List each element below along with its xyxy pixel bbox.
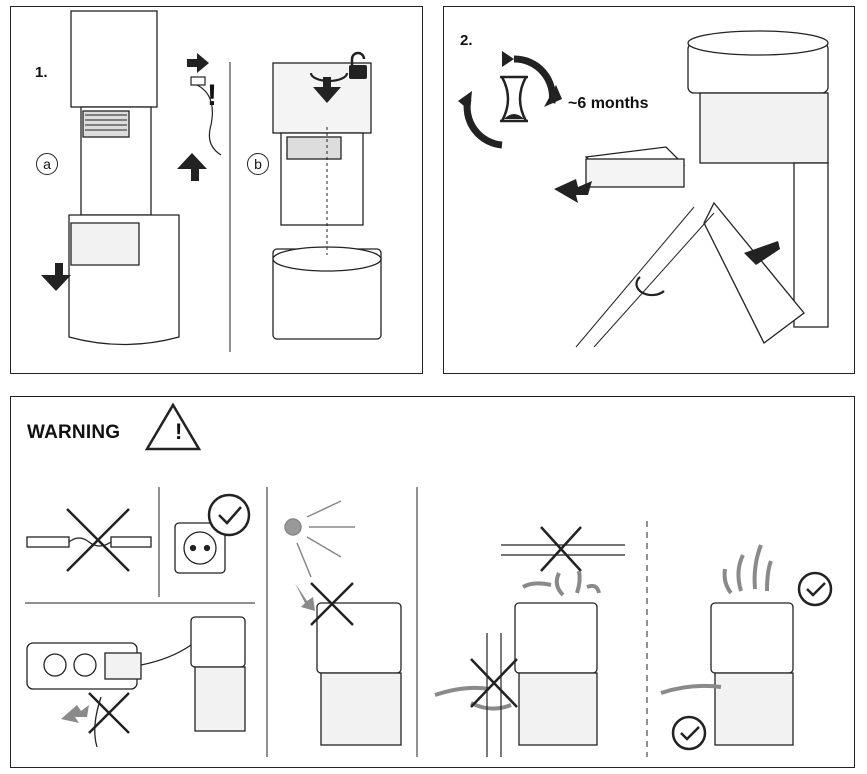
arrow-up-a (177, 153, 207, 181)
sub-step-a-label: a (36, 153, 58, 175)
purifier-sun (316, 602, 402, 746)
purifier-a (68, 10, 180, 346)
filter-cartridge (584, 146, 686, 188)
power-strip-icon (26, 642, 192, 748)
arrow-down-b (313, 77, 341, 103)
unlock-icon (349, 51, 367, 79)
cross-icon (88, 692, 130, 734)
power-cable (196, 84, 222, 156)
purifier-small-1 (190, 616, 246, 732)
cross-icon (540, 526, 582, 572)
arrow-sunlight (295, 583, 315, 611)
arrow-out-filter (554, 179, 592, 203)
check-icon-socket (207, 493, 251, 537)
check-icon-top (797, 571, 833, 607)
check-icon-bottom (671, 715, 707, 751)
purifier-correct (710, 602, 794, 746)
purifier-obstructed (514, 602, 598, 746)
sub-step-b-label: b (247, 153, 269, 175)
warning-triangle-mark: ! (175, 419, 183, 444)
cross-icon (310, 582, 354, 626)
arrow-right-plug (187, 53, 209, 73)
warning-title: WARNING (27, 422, 121, 443)
power-plug (190, 76, 206, 86)
airflow-arrows-ok (660, 544, 773, 695)
rotate-arrow-b (309, 72, 349, 83)
arrow-down-a (41, 263, 71, 291)
step-1-label: 1. (35, 64, 48, 81)
sun-icon (284, 500, 355, 578)
panel-warning: WARNING ! (10, 396, 855, 768)
wall-socket-icon (174, 522, 226, 574)
panel-step-2: 2. ~6 months (443, 6, 855, 374)
hourglass-cycle-icon (458, 51, 562, 149)
tool-line (575, 206, 695, 348)
purifier-b (272, 62, 382, 340)
damaged-cable-icon (26, 536, 152, 548)
step-2-illustration (458, 30, 829, 348)
purifier-open (687, 30, 829, 344)
warning-illustrations (25, 402, 833, 757)
cross-icon (66, 508, 130, 572)
interval-text: ~6 months (568, 95, 649, 112)
warning-triangle-icon (144, 402, 202, 451)
panel-step-1: 1. a b ! (10, 6, 423, 374)
step-2-label: 2. (460, 32, 473, 49)
caution-mark: ! (207, 79, 217, 112)
cross-icon (470, 658, 518, 708)
rotate-arrow-2 (635, 276, 665, 297)
step-1-illustration (41, 10, 382, 352)
arrow-pull-plug (61, 705, 89, 723)
arrow-out-purifier (744, 241, 780, 265)
vent-lines-a (85, 114, 127, 131)
